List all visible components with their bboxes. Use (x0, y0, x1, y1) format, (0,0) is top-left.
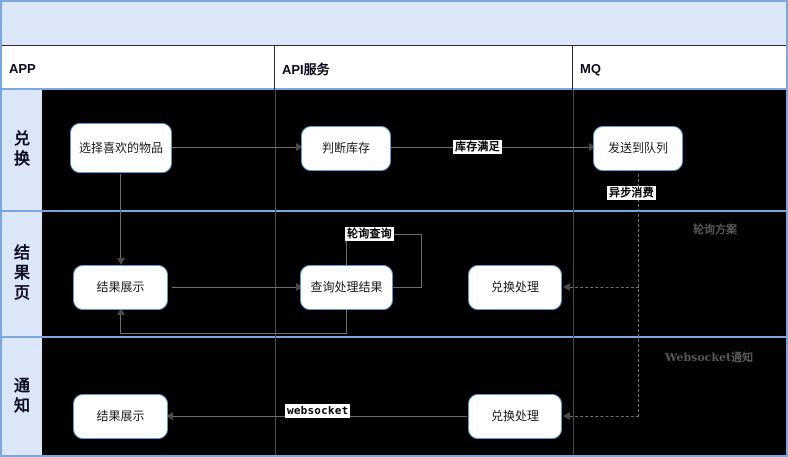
pool-header-mq: MQ (573, 46, 786, 90)
edge-query-back-up (120, 312, 121, 333)
edge-result-to-query (172, 287, 297, 288)
node-exchange-process-lane3[interactable]: 兑换处理 (468, 394, 562, 439)
pool-header-app-label: APP (9, 60, 36, 76)
pool-header-app: APP (2, 46, 275, 90)
lane-label-result-page: 结果页 (2, 212, 42, 338)
node-exchange-process-lane2[interactable]: 兑换处理 (468, 265, 562, 310)
edge-query-back-left (120, 333, 347, 334)
edge-label-stock-sufficient: 库存满足 (453, 140, 502, 154)
edge-label-async-consume: 异步消费 (607, 186, 656, 200)
group-label-websocket-notify: Websocket通知 (665, 351, 754, 364)
arrowhead-query-back-up (117, 308, 125, 315)
lane-body-notify (42, 338, 786, 455)
edge-async-to-exchange-lane2 (570, 287, 639, 288)
edge-query-down (346, 310, 347, 333)
edge-label-websocket: websocket (285, 404, 351, 418)
node-select-favorite-item[interactable]: 选择喜欢的物品 (70, 123, 172, 173)
top-band (2, 2, 786, 46)
pool-header-api-label: API服务 (282, 61, 330, 77)
lane-label-result-page-text: 结果页 (14, 245, 31, 302)
node-exchange-process-lane2-label: 兑换处理 (490, 280, 539, 295)
edge-select-down (120, 174, 121, 262)
edge-async-consume-vertical (638, 174, 639, 417)
arrowhead-result-to-query (296, 283, 303, 291)
edge-async-to-exchange-lane3 (570, 416, 639, 417)
arrowhead-async-lane2 (563, 283, 570, 291)
arrowhead-select-down (117, 258, 125, 265)
node-result-display-lane2-label: 结果展示 (96, 280, 145, 295)
arrowhead-stock-to-queue (589, 143, 596, 151)
arrowhead-select-to-stock (296, 143, 303, 151)
column-separator-api-mq (573, 90, 574, 455)
node-send-to-queue-label: 发送到队列 (607, 141, 668, 156)
node-query-process-result[interactable]: 查询处理结果 (300, 265, 393, 310)
edge-poll-loop-down (421, 234, 422, 287)
node-send-to-queue[interactable]: 发送到队列 (593, 126, 683, 171)
node-select-favorite-item-label: 选择喜欢的物品 (78, 140, 163, 155)
lane-label-exchange: 兑换 (2, 90, 42, 212)
arrowhead-websocket-to-result (166, 412, 173, 420)
edge-label-polling-query: 轮询查询 (345, 227, 394, 241)
edge-select-to-stock (172, 147, 297, 148)
node-query-process-result-label: 查询处理结果 (310, 280, 383, 295)
lane-label-notify-text: 通知 (14, 377, 31, 415)
edge-poll-loop-up (346, 234, 347, 265)
node-exchange-process-lane3-label: 兑换处理 (490, 409, 539, 424)
node-result-display-lane3[interactable]: 结果展示 (73, 394, 168, 439)
group-label-polling-scheme: 轮询方案 (693, 223, 737, 236)
arrowhead-async-lane3 (563, 412, 570, 420)
pool-header-mq-label: MQ (580, 60, 601, 76)
edge-poll-loop-in (393, 287, 422, 288)
pool-header-row: APP API服务 MQ (2, 46, 786, 90)
node-check-stock[interactable]: 判断库存 (301, 126, 391, 171)
column-separator-app-api (275, 90, 276, 455)
lane-label-exchange-text: 兑换 (14, 131, 31, 168)
node-check-stock-label: 判断库存 (321, 141, 370, 156)
lane-label-notify: 通知 (2, 338, 42, 455)
node-result-display-lane3-label: 结果展示 (96, 409, 145, 424)
pool-header-api: API服务 (275, 46, 573, 90)
node-result-display-lane2[interactable]: 结果展示 (73, 265, 168, 310)
